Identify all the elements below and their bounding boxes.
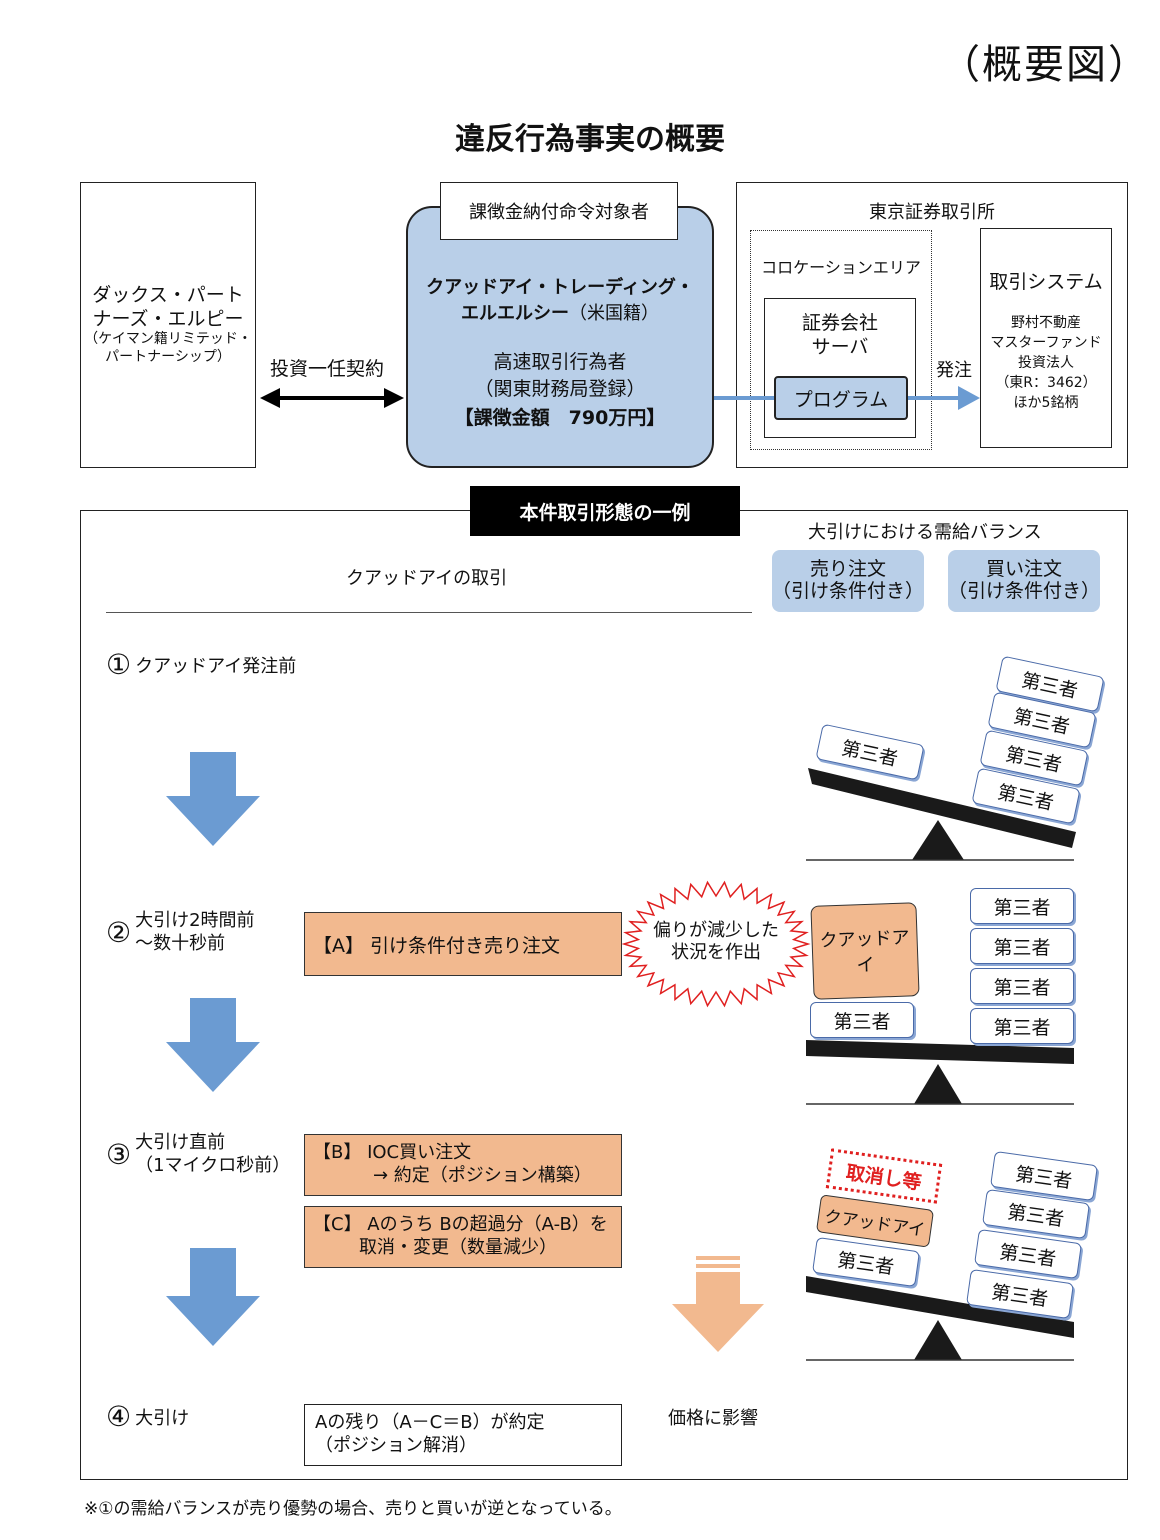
server-line1: 証券会社 [801,312,878,334]
buy-header-line2: （引け条件付き） [948,580,1101,602]
step-1-label: クアッドアイ発注前 [135,655,297,677]
order-c-box: 【C】 Aのうち Bの超過分（A-B）を 取消・変更（数量減少） [304,1206,622,1268]
system-line-3: 投資法人 [1018,355,1074,371]
broker-server-label: 証券会社 サーバ [764,312,916,360]
down-arrow-3 [166,1248,260,1346]
partner-name-line2: ナーズ・エルピー [92,307,244,330]
burst-line2: 状況を作出 [671,941,761,963]
order-b-line2: → 約定（ポジション構築） [373,1165,592,1187]
order-flow-arrow [714,386,980,410]
system-line-2: マスターファンド [990,335,1102,351]
trading-header-rule [106,612,752,613]
down-arrow-1 [166,752,260,846]
target-entity-box: クアッドアイ・トレーディング・ エルエルシー（米国籍） 高速取引行為者 （関東財… [406,206,714,468]
burst-shape [621,880,811,1008]
order-label: 発注 [936,360,972,381]
target-name-line2-wrap: エルエルシー（米国籍） [461,299,659,325]
trading-system-box: 取引システム 野村不動産 マスターファンド 投資法人 （東R：3462） ほか5… [980,228,1112,448]
step-2-number: ② [106,916,132,949]
page-title: 違反行為事実の概要 [455,122,725,157]
card-third-party: 第三者 [970,928,1074,964]
card-third-party: 第三者 [810,1002,914,1038]
system-line-1: 野村不動産 [1011,315,1081,331]
card-quadeye-large: クアッドアイ [810,902,920,1000]
server-line2: サーバ [811,335,869,358]
burst-line1: 偏りが減少した [653,920,779,941]
target-name-line2: エルエルシー [461,302,569,324]
system-line-5: ほか5銘柄 [1013,395,1079,411]
card-third-party: 第三者 [970,968,1074,1004]
colocation-area [750,230,932,450]
step-2-label-line2: ～数十秒前 [135,932,226,954]
system-line-4: （東R：3462） [995,375,1097,391]
seesaw-2 [806,1040,1074,1105]
tse-title: 東京証券取引所 [869,202,995,223]
order-c-line1: 【C】 Aのうち Bの超過分（A-B）を [313,1214,608,1235]
target-tag: 課徴金納付命令対象者 [440,182,678,240]
down-arrow-2 [166,998,260,1092]
step-3-label-line1: 大引け直前 [135,1132,226,1153]
buy-order-header: 買い注文 （引け条件付き） [948,550,1100,612]
final-line1: Aの残り（A－C＝B）が約定 [315,1412,545,1433]
footnote: ※①の需給バランスが売り優勢の場合、売りと買いが逆となっている。 [84,1499,622,1519]
order-b-line1: 【B】 IOC買い注文 [313,1142,472,1163]
target-name-line1: クアッドアイ・トレーディング・ [426,276,694,298]
program-box: プログラム [774,376,908,420]
partner-box: ダックス・パート ナーズ・エルピー （ケイマン籍リミテッド・ パートナーシップ） [80,182,256,468]
contract-double-arrow [260,388,404,408]
sell-header-line2: （引け条件付き） [772,580,925,602]
burst-text: 偏りが減少した 状況を作出 [632,920,800,963]
final-line2: （ポジション解消） [315,1435,477,1457]
trading-system-title: 取引システム [989,271,1103,293]
burst-outline [621,880,811,1008]
partner-name-line1: ダックス・パート [92,283,244,306]
contract-label: 投資一任契約 [270,358,385,380]
partner-type-line1: （ケイマン籍リミテッド・ [84,331,252,348]
step-3: ③ 大引け直前 （1マイクロ秒前） [106,1132,290,1177]
step-4: ④ 大引け [106,1400,189,1433]
order-b-box: 【B】 IOC買い注文 → 約定（ポジション構築） [304,1134,622,1196]
target-nationality: （米国籍） [569,302,659,324]
seesaw-1 [806,768,1076,861]
trading-header: クアッドアイの取引 [346,568,508,589]
step-4-label: 大引け [135,1407,190,1429]
buy-header-line1: 買い注文 [985,558,1062,581]
step-3-label-line2: （1マイクロ秒前） [135,1154,291,1176]
sell-header-line1: 売り注文 [809,558,886,581]
order-c-line2: 取消・変更（数量減少） [359,1237,557,1259]
card-third-party: 第三者 [970,888,1074,924]
step-3-number: ③ [106,1138,132,1171]
target-penalty: 【課徴金額 790万円】 [454,406,666,429]
target-registration: （関東財務局登録） [474,377,646,400]
step-2-label-line1: 大引け2時間前 [135,910,255,931]
step-1-number: ① [106,648,132,681]
step-4-number: ④ [106,1400,132,1433]
target-role: 高速取引行為者 [493,350,627,373]
sell-order-header: 売り注文 （引け条件付き） [772,550,924,612]
step-2: ② 大引け2時間前 ～数十秒前 [106,910,255,955]
final-box: Aの残り（A－C＝B）が約定 （ポジション解消） [304,1404,622,1466]
example-frame [80,510,1128,1480]
price-impact-label: 価格に影響 [668,1408,758,1429]
example-banner: 本件取引形態の一例 [470,486,740,536]
order-a-box: 【A】 引け条件付き売り注文 [304,912,622,976]
step-1: ① クアッドアイ発注前 [106,648,296,681]
price-impact-arrow [672,1256,764,1352]
partner-type-line2: パートナーシップ） [105,348,231,365]
colocation-title: コロケーションエリア [761,258,921,277]
corner-label: （概要図） [940,42,1150,88]
seesaw-3 [806,1276,1074,1361]
balance-title: 大引けにおける需給バランス [808,522,1042,543]
card-third-party: 第三者 [970,1008,1074,1044]
